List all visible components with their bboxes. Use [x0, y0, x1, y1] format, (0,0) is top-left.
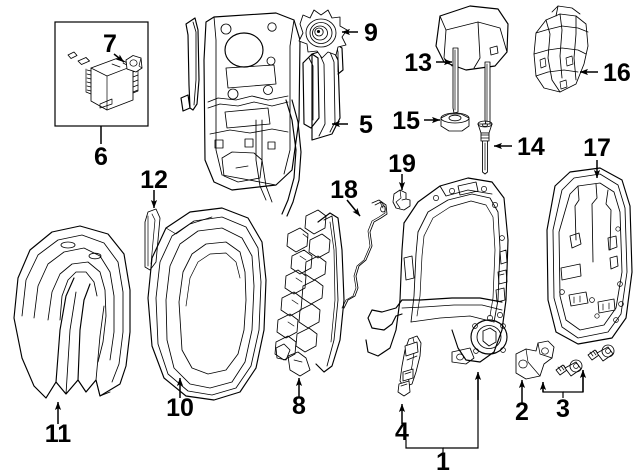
- callout-label-17: 17: [583, 134, 611, 162]
- seat-back-cover: [13, 225, 131, 399]
- callout-1-leader: [405, 371, 482, 455]
- callout-label-4: 4: [395, 418, 409, 446]
- callout-label-3: 3: [556, 395, 570, 423]
- callout-label-11: 11: [45, 420, 72, 448]
- callout-label-16: 16: [603, 59, 631, 87]
- bolt-b: [587, 344, 615, 362]
- callout-label-14: 14: [517, 133, 545, 161]
- wiring-harness: [341, 199, 388, 309]
- callout-label-2: 2: [515, 398, 529, 426]
- seat-back-frame-assembly: [365, 177, 509, 365]
- seat-back-panel-trim: [546, 167, 633, 345]
- callout-label-8: 8: [292, 392, 306, 420]
- callout-label-6: 6: [94, 143, 108, 171]
- callout-7-leader: [113, 53, 125, 63]
- harness-clip: [392, 189, 411, 211]
- callout-label-19: 19: [388, 150, 416, 178]
- callout-18-leader: [346, 199, 361, 217]
- callout-label-12: 12: [140, 166, 168, 194]
- shoulder-bolt: [477, 120, 493, 175]
- module-pin-medium: [77, 57, 90, 65]
- callout-labels: 1 2 3 4 5 6 7 8 9 10 11 12 13 14 15 16 1…: [45, 19, 631, 475]
- inset-box-module: [54, 21, 149, 144]
- lumbar-actuator: [397, 335, 422, 397]
- callout-label-15: 15: [392, 107, 420, 135]
- module-connector-plug: [125, 55, 143, 73]
- callout-label-10: 10: [166, 394, 194, 422]
- seat-control-module: [85, 57, 139, 111]
- seat-back-cushion-pad: [147, 207, 267, 401]
- callout-3-leader: [539, 369, 587, 398]
- module-pin-small: [67, 51, 78, 59]
- bolt-a: [555, 359, 583, 377]
- lumbar-support-mat: [274, 209, 345, 377]
- trim-retainer-strip: [144, 208, 161, 271]
- callout-label-9: 9: [364, 19, 378, 47]
- headrest-assembly: [435, 5, 509, 126]
- seat-back-heater-pad: [180, 12, 344, 217]
- callout-label-5: 5: [359, 111, 373, 139]
- callout-label-13: 13: [404, 49, 432, 77]
- headrest-guide-bushing: [440, 112, 470, 132]
- headrest-guide-bracket: [533, 5, 589, 93]
- mounting-bolts: [555, 344, 615, 377]
- callout-label-18: 18: [330, 176, 358, 204]
- recliner-bracket: [515, 340, 555, 380]
- recliner-spiral-spring: [298, 9, 348, 59]
- callout-label-1: 1: [436, 448, 450, 475]
- callout-label-7: 7: [103, 30, 117, 58]
